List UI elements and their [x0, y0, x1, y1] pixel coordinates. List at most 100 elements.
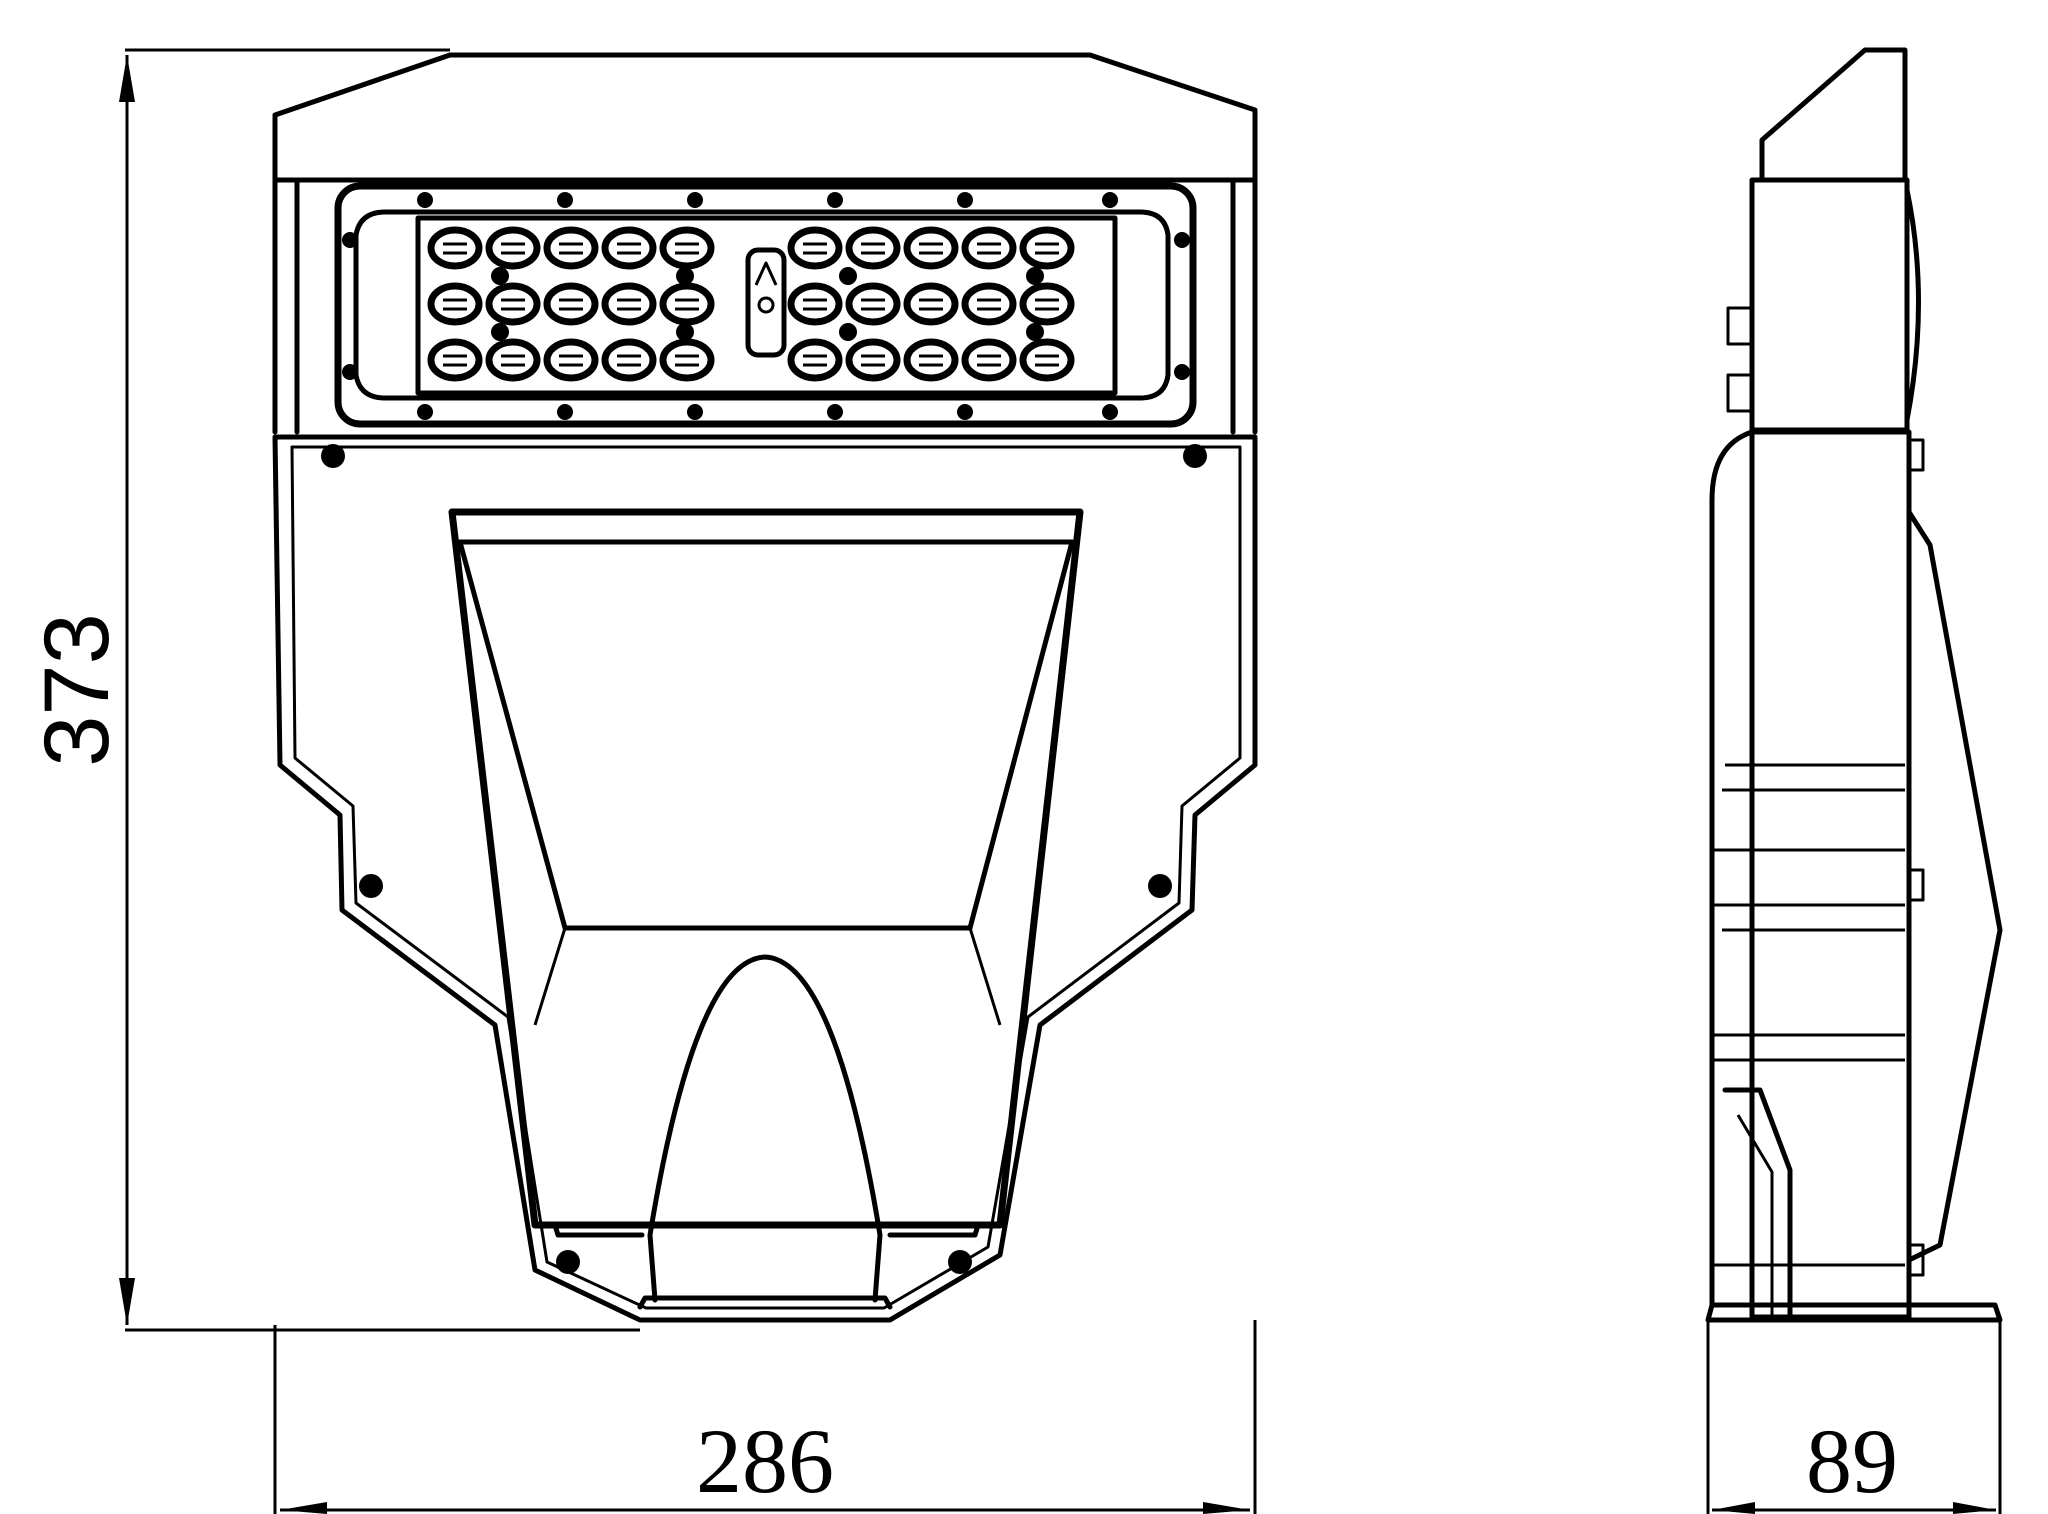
- led-lens-detail: [919, 354, 943, 367]
- side-lens-bulge: [1904, 187, 1921, 423]
- led-lens: [903, 226, 959, 270]
- body-screw-top-right: [1183, 444, 1207, 468]
- led-module: [334, 182, 1197, 428]
- led-lens-detail: [443, 298, 467, 311]
- led-lens-detail: [803, 242, 827, 255]
- led-lens-detail: [977, 242, 1001, 255]
- led-lens-detail: [1035, 242, 1059, 255]
- led-lens: [845, 338, 901, 382]
- led-lens-detail: [501, 298, 525, 311]
- led-screw-post: [1026, 267, 1044, 285]
- led-lens-detail: [617, 242, 641, 255]
- frame-screw-dot: [827, 404, 843, 420]
- side-connector-2: [1726, 373, 1754, 413]
- side-back-rounded-edge: [1709, 429, 1755, 1308]
- led-lens: [659, 226, 715, 270]
- led-lens: [961, 226, 1017, 270]
- led-lens-detail: [919, 298, 943, 311]
- led-lens-detail: [1035, 298, 1059, 311]
- front-lower-body-inner: [290, 445, 1242, 1310]
- led-lens: [543, 282, 599, 326]
- side-view: [1705, 47, 2003, 1323]
- led-module-frame-inner: [353, 209, 1171, 401]
- led-lens-detail: [501, 242, 525, 255]
- led-lens: [543, 226, 599, 270]
- led-lens: [787, 338, 843, 382]
- led-lens-detail: [861, 298, 885, 311]
- led-center-connector: [745, 247, 787, 358]
- body-screw-bottom-right: [948, 1250, 972, 1274]
- led-lens-detail: [443, 354, 467, 367]
- frame-screw-dot: [957, 192, 973, 208]
- side-lower-body: [1749, 429, 1912, 1320]
- led-lens: [1019, 282, 1075, 326]
- dimension-depth: 89: [1706, 1320, 2002, 1514]
- side-upper-body: [1749, 177, 1910, 433]
- side-mount-bracket: [1722, 1087, 1793, 1318]
- led-lens-detail: [803, 298, 827, 311]
- frame-screw-dot: [557, 192, 573, 208]
- led-lens: [659, 338, 715, 382]
- frame-screw-dot: [342, 232, 358, 248]
- width-label: 286: [696, 1410, 834, 1512]
- side-tab-2: [1907, 868, 1925, 902]
- depth-arrow-right: [1953, 1502, 1996, 1514]
- width-arrow-right: [1203, 1502, 1250, 1514]
- frame-screw-dot: [827, 192, 843, 208]
- width-arrow-left: [280, 1502, 327, 1514]
- front-top-cap: [272, 52, 1258, 183]
- height-arrow-top: [119, 55, 135, 102]
- led-screw-post: [676, 323, 694, 341]
- depth-arrow-left: [1712, 1502, 1755, 1514]
- led-screw-post: [676, 267, 694, 285]
- led-lens: [601, 226, 657, 270]
- body-screw-top-left: [321, 444, 345, 468]
- side-top-cap: [1759, 47, 1908, 183]
- led-module-screw-dots: [342, 192, 1190, 420]
- led-lens-detail: [617, 354, 641, 367]
- frame-screw-dot: [957, 404, 973, 420]
- frame-screw-dot: [342, 364, 358, 380]
- led-screw-post: [491, 267, 509, 285]
- dimension-height: 373: [26, 48, 640, 1332]
- led-lens-detail: [919, 242, 943, 255]
- led-lens: [485, 338, 541, 382]
- front-view: [272, 52, 1258, 1323]
- front-recess-side-facets: [533, 927, 1002, 1026]
- side-connector-1: [1726, 306, 1754, 346]
- frame-screw-dot: [1102, 404, 1118, 420]
- led-lens-detail: [861, 354, 885, 367]
- led-lens: [787, 226, 843, 270]
- height-arrow-bottom: [119, 1278, 135, 1325]
- led-screw-post: [839, 267, 857, 285]
- led-lens: [961, 282, 1017, 326]
- front-recess-outer: [448, 508, 1084, 1229]
- side-fins: [1712, 763, 1905, 1267]
- led-screw-post: [1026, 323, 1044, 341]
- body-screw-bottom-left: [556, 1250, 580, 1274]
- side-front-bulge: [1906, 509, 2003, 1263]
- led-lens: [1019, 226, 1075, 270]
- frame-screw-dot: [557, 404, 573, 420]
- front-recess-inner-v: [457, 539, 1075, 931]
- led-lens: [1019, 338, 1075, 382]
- led-lens-detail: [443, 242, 467, 255]
- led-lens-detail: [559, 298, 583, 311]
- led-lens-detail: [803, 354, 827, 367]
- dimension-width: 286: [273, 1320, 1257, 1514]
- led-lens: [845, 282, 901, 326]
- led-lens: [787, 282, 843, 326]
- body-screw-mid-right: [1148, 874, 1172, 898]
- frame-screw-dot: [417, 192, 433, 208]
- frame-screw-dot: [1174, 232, 1190, 248]
- led-lens: [601, 282, 657, 326]
- led-lens-detail: [559, 242, 583, 255]
- led-lens: [427, 338, 483, 382]
- frame-screw-dot: [687, 192, 703, 208]
- side-mount-bracket-inner: [1736, 1114, 1774, 1315]
- led-lens-detail: [977, 354, 1001, 367]
- led-lens-detail: [675, 298, 699, 311]
- depth-label: 89: [1806, 1410, 1898, 1512]
- led-lens: [845, 226, 901, 270]
- led-lens: [961, 338, 1017, 382]
